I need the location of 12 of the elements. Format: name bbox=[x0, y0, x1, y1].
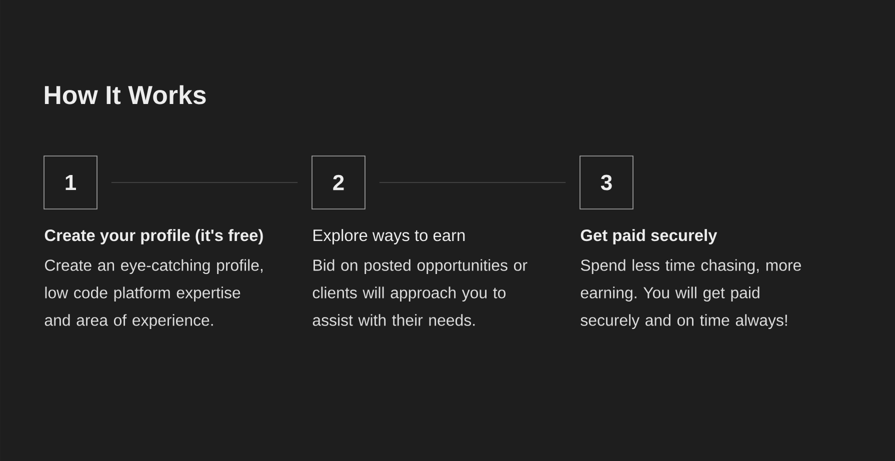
step-description: Spend less time chasing, more earning. You will get paid securely and on time always! bbox=[580, 259, 801, 330]
step-heading: Create your profile (it's free) bbox=[44, 229, 263, 244]
section-title: How It Works bbox=[44, 85, 206, 104]
step-description: Bid on posted opportunities or clients will approach you to assist with their needs. bbox=[312, 259, 528, 326]
number-box: 3 bbox=[580, 156, 634, 210]
connector-line bbox=[379, 182, 566, 183]
number-box: 1 bbox=[44, 156, 98, 210]
step-heading: Explore ways to earn bbox=[314, 229, 465, 244]
connector-line bbox=[111, 182, 298, 183]
step-heading: Get paid securely bbox=[580, 229, 718, 244]
step-description: Create an eye-catching profile, low code platform expertise and area of experience. bbox=[44, 259, 262, 330]
number-box: 2 bbox=[312, 156, 366, 210]
